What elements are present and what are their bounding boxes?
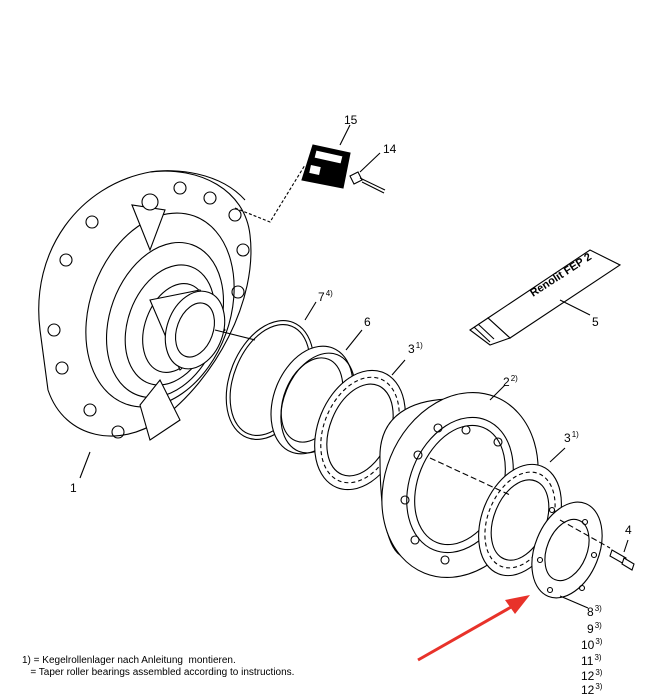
- callout-7: 74): [318, 289, 333, 304]
- hub-housing-part-1: [38, 170, 256, 479]
- callout-14: 14: [383, 142, 397, 156]
- footnote-german: 1) = Kegelrollenlager nach Anleitung mon…: [22, 655, 236, 666]
- callout-11: 113): [581, 653, 602, 668]
- rivet-part-14: [349, 152, 386, 194]
- callout-12-cut: 123): [581, 682, 603, 697]
- callout-6: 6: [364, 315, 371, 329]
- nameplate-part-15: [301, 124, 351, 189]
- callout-15: 15: [344, 113, 358, 127]
- callout-12: 123): [581, 668, 603, 683]
- callout-3-outer: 31): [564, 430, 579, 445]
- callout-10: 103): [581, 637, 603, 652]
- lock-ring-part-8: [531, 501, 603, 609]
- footnote-english: = Taper roller bearings assembled accord…: [22, 667, 295, 678]
- callout-3-inner: 31): [408, 341, 423, 356]
- callout-1: 1: [70, 481, 77, 495]
- callout-8: 83): [587, 604, 602, 619]
- red-pointer-arrow: [417, 595, 530, 662]
- callout-5: 5: [592, 315, 599, 329]
- callout-2: 22): [503, 374, 518, 389]
- grease-tube-part-5: [469, 249, 622, 346]
- callout-4: 4: [625, 523, 632, 537]
- screw-part-4: [609, 539, 635, 571]
- callout-9: 93): [587, 621, 602, 636]
